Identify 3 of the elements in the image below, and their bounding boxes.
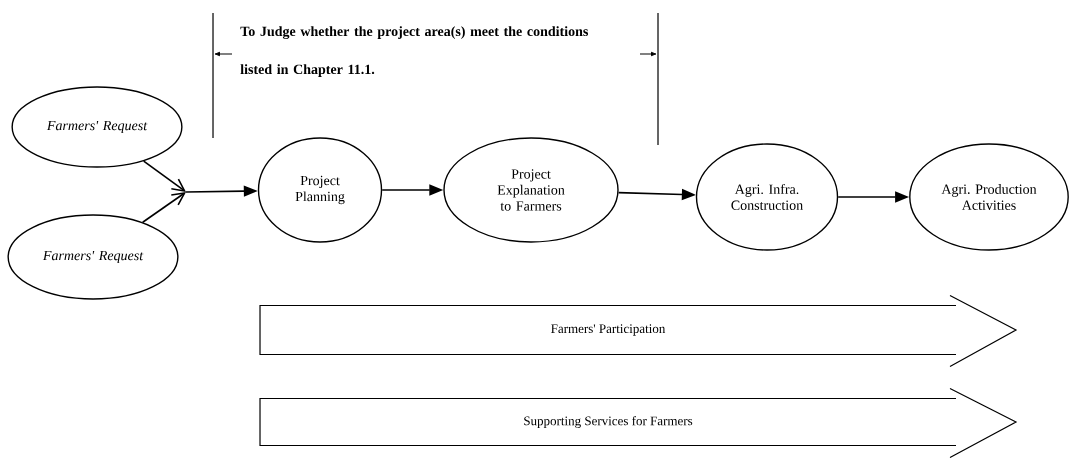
note-text: To Judge whether the project area(s) meet the conditions listed in Chapter 11.1. bbox=[240, 26, 588, 77]
arrow bbox=[141, 192, 186, 224]
arrow bbox=[142, 160, 186, 192]
